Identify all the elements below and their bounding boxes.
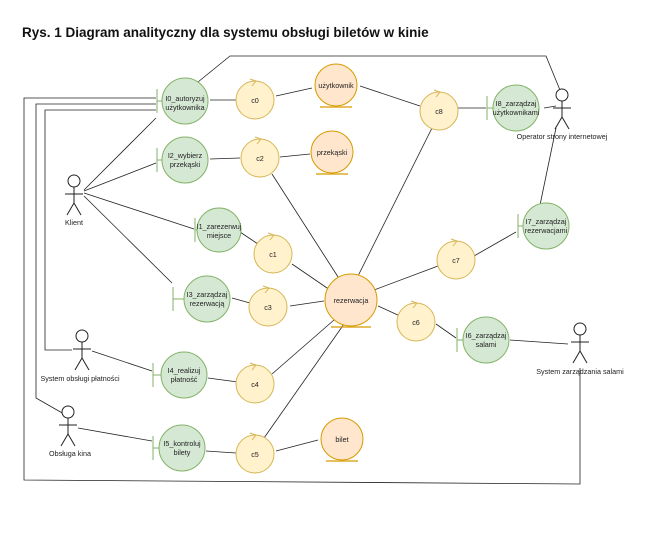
control-c0: c0	[235, 78, 275, 120]
link-i1-c1	[239, 231, 259, 245]
link-i0-operator	[197, 55, 563, 96]
link-klient-i1	[83, 192, 195, 230]
link-i8-operator	[543, 105, 557, 109]
link-platnosci-i4	[91, 350, 153, 372]
control-c6: c6	[396, 300, 436, 342]
control-c5: c5	[235, 432, 275, 474]
control-c4-label: c4	[251, 380, 259, 389]
entity-uzytkownik: użytkownik	[314, 63, 358, 108]
connections	[23, 55, 581, 485]
entity-uzytkownik-label: użytkownik	[318, 81, 354, 90]
link-i5-c5	[205, 450, 237, 454]
link-uzytkownik-c8	[359, 85, 421, 107]
link-c8-rezerwacja	[357, 127, 433, 277]
actor-platnosci-label: System obsługi płatności	[40, 374, 120, 383]
entity-rezerwacja: rezerwacja	[324, 273, 378, 328]
link-c7-i7	[473, 231, 517, 257]
actor-obsluga-label: Obsługa kina	[49, 449, 91, 458]
control-c7: c7	[436, 238, 476, 280]
link-obsluga-i5	[77, 427, 153, 442]
control-c1: c1	[253, 232, 293, 274]
route-i0-left	[23, 97, 581, 485]
diagram-title: Rys. 1 Diagram analityczny dla systemu o…	[22, 25, 429, 40]
link-c0-uzytkownik	[275, 87, 313, 97]
route-i0-obsluga	[35, 103, 156, 415]
actor-operator-label: Operator strony internetowej	[517, 132, 608, 141]
link-i2-c2	[209, 157, 241, 160]
control-c1-label: c1	[269, 250, 277, 259]
control-c7-label: c7	[452, 256, 460, 265]
entity-przekaski-label: przekąski	[317, 148, 348, 157]
control-c5-label: c5	[251, 450, 259, 459]
actor-sale-label: System zarządzania salami	[536, 367, 624, 376]
route-i0-platnosci	[44, 109, 156, 351]
link-i3-c3	[231, 297, 251, 304]
control-c8-label: c8	[435, 107, 443, 116]
link-c2-przekaski	[279, 153, 311, 158]
actor-klient: Klient	[64, 174, 84, 227]
actor-sale: System zarządzania salami	[536, 322, 624, 376]
control-c2: c2	[240, 136, 280, 178]
control-c6-label: c6	[412, 318, 420, 327]
link-c7-rezerwacja	[373, 265, 439, 291]
link-c3-rezerwacja	[289, 300, 325, 307]
control-c0-label: c0	[251, 96, 259, 105]
link-c6-i6	[435, 323, 457, 339]
link-i4-c4	[207, 377, 239, 383]
link-klient-i0	[83, 117, 157, 191]
entity-bilet-label: bilet	[335, 435, 348, 444]
actor-operator: Operator strony internetowej	[517, 88, 608, 141]
link-i6-sale	[509, 339, 569, 345]
control-c2-label: c2	[256, 154, 264, 163]
control-c3-label: c3	[264, 303, 272, 312]
link-klient-i3	[83, 195, 173, 284]
link-c6-rezerwacja	[377, 305, 401, 317]
control-c8: c8	[419, 89, 459, 131]
entity-przekaski: przekąski	[310, 130, 354, 175]
link-c5-rezerwacja	[263, 323, 345, 439]
link-c4-rezerwacja	[271, 319, 335, 375]
actor-platnosci: System obsługi płatności	[40, 329, 120, 383]
entity-bilet: bilet	[320, 417, 364, 462]
actor-klient-label: Klient	[65, 218, 83, 227]
link-c1-rezerwacja	[291, 263, 331, 291]
link-c2-rezerwacja	[271, 173, 341, 281]
link-klient-i2	[83, 162, 157, 192]
actor-obsluga: Obsługa kina	[49, 405, 91, 458]
control-c4: c4	[235, 362, 275, 404]
entity-rezerwacja-label: rezerwacja	[334, 296, 369, 305]
control-c3: c3	[248, 285, 288, 327]
link-i7-operator	[539, 127, 557, 206]
link-c5-bilet	[275, 439, 319, 452]
